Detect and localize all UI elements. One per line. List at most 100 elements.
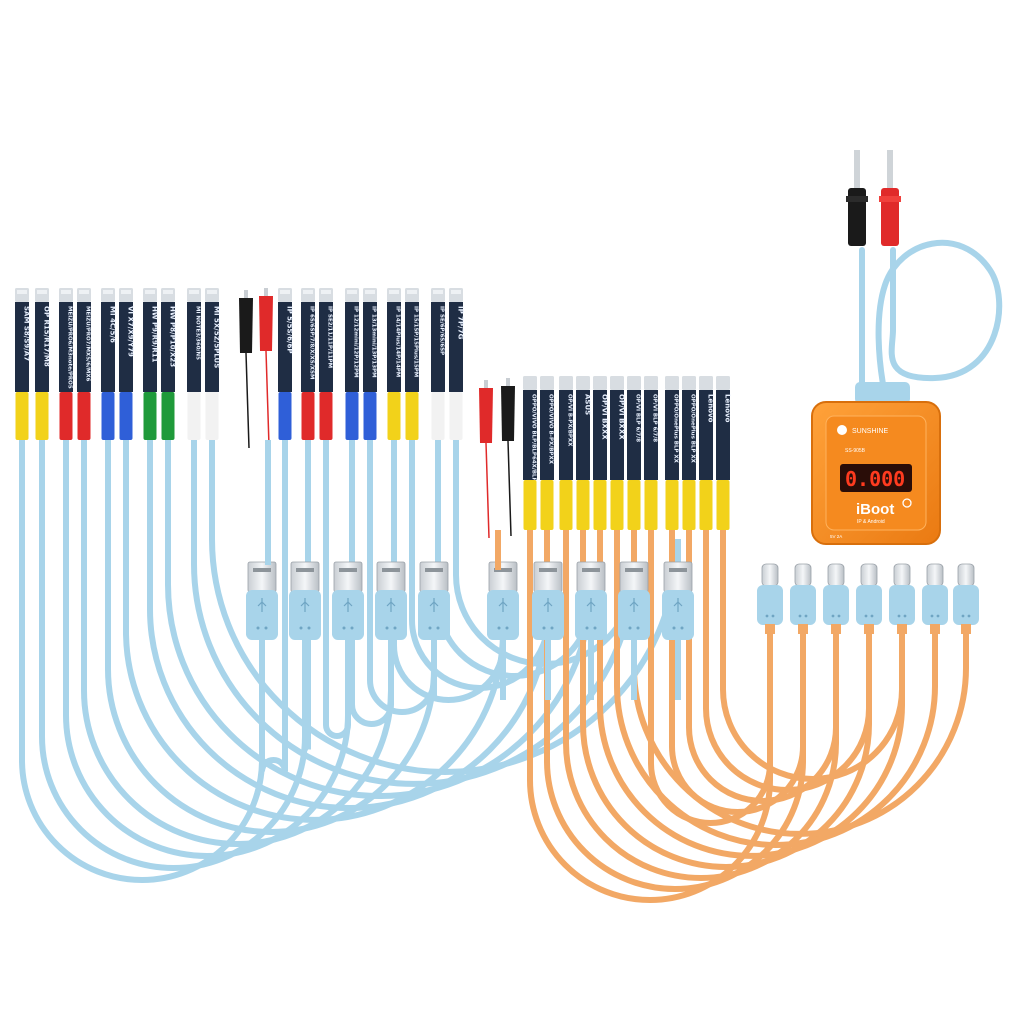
pcb-board — [699, 390, 713, 480]
lcd-display — [840, 464, 912, 492]
board-label: OP/VI B-PX/BPXX — [567, 394, 573, 447]
power-supply-unit: SUNSHINE SS-905B 0.000 iBoot IP & Androi… — [811, 150, 1003, 545]
left-boot-cable-head: IP SE/6P/6S/6SP — [431, 288, 445, 440]
right-boot-cable-head: OP/VI BLP 6/7/8 — [644, 376, 658, 530]
pcb-board — [187, 302, 201, 392]
usb-icon — [429, 598, 439, 612]
usb-a-connector — [575, 561, 607, 640]
color-sleeve — [593, 480, 607, 530]
pcb-board — [35, 302, 49, 392]
board-label: IP SE/6P/6S/6SP — [439, 306, 445, 355]
orange-cable — [544, 527, 806, 892]
board-label: OP/VI BLP 6/7/8 — [652, 394, 658, 442]
board-label: OP/VI BXXX — [601, 394, 609, 440]
blue-cable — [165, 437, 594, 799]
color-sleeve — [319, 392, 333, 440]
usb-c-connector — [757, 563, 783, 634]
right-boot-cable-head: OP/VI B-PX/BPXX — [559, 376, 573, 530]
left-boot-cable-head: IP 12/12mini/12P/12PM — [345, 288, 359, 440]
pcb-board — [576, 390, 590, 480]
left-boot-cable-head: IP 15/15P/15Plus/15PM — [405, 288, 419, 440]
left-boot-cable-head: MI 5X/5Z/5PLUS — [205, 288, 221, 440]
left-boot-cable-head: IP 13/13mini/13P/13PM — [363, 288, 377, 440]
pcb-board — [278, 302, 292, 392]
color-sleeve — [665, 480, 679, 530]
orange-cable — [686, 527, 839, 804]
left-boot-cable-head: HW P8/P10/X23 — [161, 288, 177, 440]
pcb-board — [716, 390, 730, 480]
board-label: OPPO/OnePlus BLP XX — [690, 394, 696, 464]
board-label: IP 5/5S/6/6P — [286, 306, 294, 354]
probe-tip — [627, 376, 641, 390]
power-box-brand: SUNSHINE — [852, 428, 889, 435]
left-boot-cable-head: IP SE2/11/11P/11PM — [319, 288, 333, 440]
blue-cable — [123, 437, 506, 823]
orange-cable — [563, 527, 839, 881]
usb-c-connector — [823, 563, 849, 634]
pcb-board — [593, 390, 607, 480]
power-box-model: SS-905B — [845, 448, 866, 454]
usb-icon — [343, 598, 353, 612]
pcb-board — [431, 302, 445, 392]
color-sleeve — [15, 392, 29, 440]
orange-cable — [669, 527, 806, 815]
color-sleeve — [431, 392, 445, 440]
color-sleeve — [699, 480, 713, 530]
black-alligator-clip — [239, 290, 253, 449]
color-sleeve — [59, 392, 73, 440]
blue-cable — [63, 437, 351, 859]
pcb-board — [363, 302, 377, 392]
probe-tip — [576, 376, 590, 390]
blue-cable — [191, 437, 637, 787]
left-boot-cable-head: MEIZU/PRO7/MX5/6/MX6 — [77, 288, 91, 440]
left-boot-cable-head: MI 4C/5/6 — [101, 288, 117, 440]
board-label: MEIZU/PRO7/MX5/6/MX6 — [85, 306, 91, 382]
orange-cable — [580, 527, 872, 870]
pcb-board — [682, 390, 696, 480]
pcb-board — [161, 302, 175, 392]
usb-icon — [629, 598, 639, 612]
pcb-board — [101, 302, 115, 392]
color-sleeve — [143, 392, 157, 440]
pcb-board — [559, 390, 573, 480]
pcb-board — [540, 390, 554, 480]
board-label: Lenovo — [724, 394, 732, 423]
left-boot-cable-head: OP R15/R17/M8 — [35, 288, 51, 440]
left-boot-cable-head: IP 14/14Plus/14P/14PM — [387, 288, 401, 440]
probe-tip — [523, 376, 537, 390]
color-sleeve — [278, 392, 292, 440]
left-boot-cable-head: IP 6S/6SP/7/8/X/XS/XSM — [301, 288, 315, 440]
usb-a-connector — [375, 561, 407, 640]
color-sleeve — [716, 480, 730, 530]
pcb-board — [77, 302, 91, 392]
usb-icon — [673, 598, 683, 612]
color-sleeve — [405, 392, 419, 440]
pcb-board — [119, 302, 133, 392]
lcd-readout: 0.000 — [845, 467, 905, 491]
right-boot-cable-head: Lenovo — [716, 376, 732, 530]
black-banana-plug — [846, 150, 868, 246]
board-label: OP/VI BXXX — [618, 394, 626, 440]
power-box-subtitle: IP & Android — [857, 519, 885, 525]
power-box-cable-loop — [859, 239, 1003, 398]
color-sleeve — [387, 392, 401, 440]
board-label: Lenovo — [707, 394, 715, 423]
usb-c-connector — [922, 563, 948, 634]
probe-tip — [682, 376, 696, 390]
probe-tip — [559, 376, 573, 390]
blue-cable — [209, 437, 681, 775]
right-boot-cable-head: OP/VI BXXX — [610, 376, 626, 530]
blue-cable — [259, 437, 288, 772]
usb-icon — [300, 598, 310, 612]
color-sleeve — [449, 392, 463, 440]
board-label: VI X7/X9/Y79 — [127, 306, 135, 357]
board-label: HW P8/P10/X23 — [169, 306, 177, 367]
left-boot-cable-head: VI X7/X9/Y79 — [119, 288, 135, 440]
power-box: SUNSHINE SS-905B 0.000 iBoot IP & Androi… — [811, 401, 941, 545]
color-sleeve — [101, 392, 115, 440]
left-boot-cable-head: MEIZU/PRO6/M3note/PRO5 — [59, 288, 73, 440]
right-boot-cable-head: OPPO/VIVO BLP/BLP64X/BLP69X — [523, 376, 537, 530]
black-alligator-clip — [501, 378, 515, 537]
